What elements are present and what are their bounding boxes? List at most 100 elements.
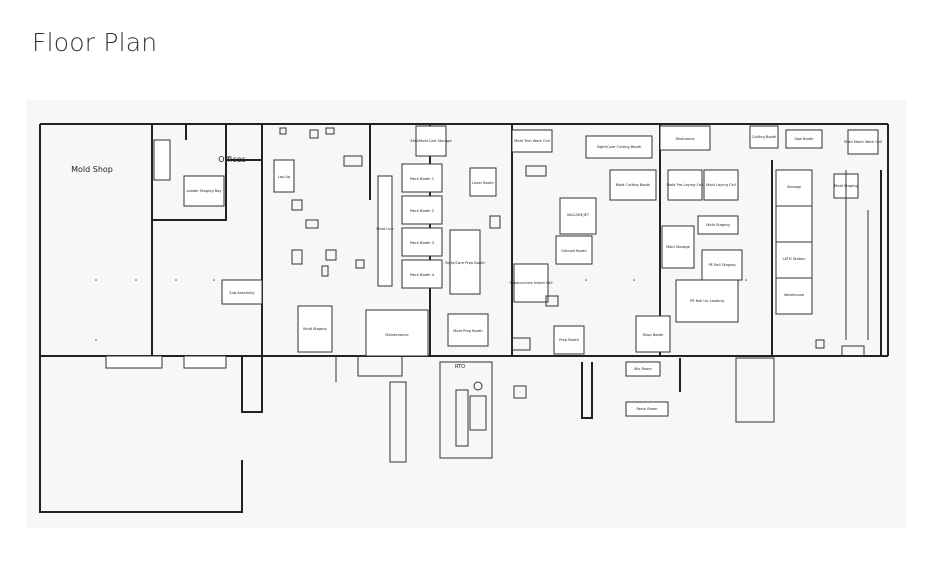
sight-core-prep-label: Sight/Core Prep Booth — [445, 261, 485, 265]
rto-unit-1 — [455, 389, 469, 447]
substructure-install-label: Substructure Install Cell — [510, 281, 553, 285]
equipment — [815, 339, 825, 349]
paint-booth-4-label: Paint Booth 4 — [410, 273, 435, 277]
equipment — [321, 265, 329, 277]
rto-unit-2 — [469, 395, 487, 431]
equipment — [279, 127, 287, 135]
restrooms — [659, 125, 711, 151]
gelcoat-booth — [555, 235, 593, 265]
wall-annex-4 — [581, 362, 593, 419]
equipment — [291, 249, 303, 265]
mold-pre-laying — [667, 169, 703, 201]
wall-annex-1 — [241, 355, 263, 413]
lathe-column-1 — [775, 169, 813, 207]
cutting-booth-label: Cutting Booth — [752, 135, 777, 139]
sub-assembly-box — [221, 279, 263, 305]
lathe-column-2 — [775, 205, 813, 243]
mold-prep-booth-label: Mold Prep Booth — [453, 329, 482, 333]
lathe-station — [775, 241, 813, 279]
equipment — [291, 199, 303, 211]
paint-booth-4 — [401, 259, 443, 289]
office-room-2 — [183, 175, 225, 207]
mold-laying-cell — [703, 169, 739, 201]
warehouse-label: Warehouse — [784, 293, 805, 297]
paint-booth-3 — [401, 227, 443, 257]
equipment — [489, 215, 501, 229]
floor-plan-drawing: RTO Resin Room Mix Room Mold Shop Office… — [39, 123, 889, 513]
mold-cutting-booth-label: Mold Cutting Booth — [616, 183, 651, 187]
paint-booth-1 — [401, 163, 443, 193]
laser-booth-label: Laser Booth — [472, 181, 493, 185]
wall-mold-shop — [39, 124, 243, 513]
mold-shop-bay-2 — [183, 355, 227, 369]
layup-box — [273, 159, 295, 193]
equipment — [545, 295, 559, 307]
room-resin — [625, 401, 669, 417]
restrooms-label: Restrooms — [676, 137, 695, 141]
mold-trim-cell — [511, 129, 553, 153]
gelcoat-booth-label: Gelcoat Booth — [561, 249, 586, 253]
paint-booth-2 — [401, 195, 443, 225]
rto-area — [439, 361, 493, 459]
laser-booth — [469, 167, 497, 197]
shop-booth — [635, 315, 671, 353]
sight-core-cutting — [585, 135, 653, 159]
equipment — [343, 155, 363, 167]
vacuum-jet-booth — [559, 197, 597, 235]
wall-annex-2 — [389, 381, 407, 463]
vacuum-jet-label: VACUUM/JET — [567, 213, 590, 217]
pe-roll-unloading-label: PE Roll Un-Loading — [690, 299, 724, 303]
prep-booth-label: Prep Booth — [559, 338, 579, 342]
mold-staging-small — [697, 215, 739, 235]
resin-room-label: Resin Room — [636, 407, 658, 411]
small-square — [513, 385, 527, 399]
mold-storage — [661, 225, 695, 269]
paint-booth-3-label: Paint Booth 3 — [410, 241, 434, 245]
cutting-booth — [749, 125, 779, 149]
floor-plan: RTO Resin Room Mix Room Mold Shop Office… — [26, 100, 906, 528]
mold-trim-cell-label: Mold Trim Work Cell — [514, 139, 549, 143]
loader-staging-label: Loader Staging Bay — [186, 189, 222, 193]
wall-office — [152, 124, 227, 221]
saw-booth — [785, 129, 823, 149]
mold-maint-work-cell — [847, 129, 879, 155]
office-room-1 — [153, 139, 171, 181]
equipment — [511, 337, 531, 351]
saw-booth-label: Saw Booth — [794, 137, 813, 141]
pe-roll-unloading — [675, 279, 739, 323]
equipment — [325, 249, 337, 261]
mold-maint-work-cell-label: Mold Maint Work Cell — [844, 140, 882, 144]
column-markers — [95, 279, 747, 341]
skid-storage — [415, 125, 447, 157]
mold-prep-booth — [447, 313, 489, 347]
mold-line-strip — [377, 175, 393, 287]
storage-label: Storage — [787, 185, 802, 189]
room-mix — [625, 361, 661, 377]
page-title: Floor Plan — [32, 28, 158, 57]
equipment — [355, 259, 365, 269]
mold-cutting-booth — [609, 169, 657, 201]
mold-storage-label: Mold Storage — [666, 245, 691, 249]
prep-booth — [553, 325, 585, 355]
lathe-station-label: LATH Station — [782, 257, 805, 261]
mold-staging-left — [297, 305, 333, 353]
equipment — [325, 127, 335, 135]
lathe-column-4 — [775, 277, 813, 315]
equipment — [841, 345, 865, 357]
sight-core-prep-booth — [449, 229, 481, 295]
mold-shop-bay-1 — [105, 355, 163, 369]
wall-annex-3 — [357, 355, 403, 377]
rto-stack — [473, 381, 483, 391]
skid-storage-label: Skid/Mold Cart Storage — [410, 139, 452, 143]
sight-core-cutting-label: Sight/Core Cutting Booth — [597, 145, 642, 149]
mold-staging-small-label: Mold Staging — [706, 223, 729, 227]
shop-booth-label: Shop Booth — [643, 333, 664, 337]
mold-shop-label: Mold Shop — [71, 165, 113, 174]
mold-pre-laying-label: Mold Pre-Laying Cell — [667, 183, 703, 187]
wall-mold-shop-inner — [40, 123, 153, 356]
maintenance-label: Maintenance — [385, 333, 409, 337]
equipment — [309, 129, 319, 139]
mold-line-label: Mold Line — [376, 227, 394, 231]
mold-laying-label: Mold Laying Cell — [706, 183, 735, 187]
paint-booth-2-label: Paint Booth 2 — [410, 209, 434, 213]
